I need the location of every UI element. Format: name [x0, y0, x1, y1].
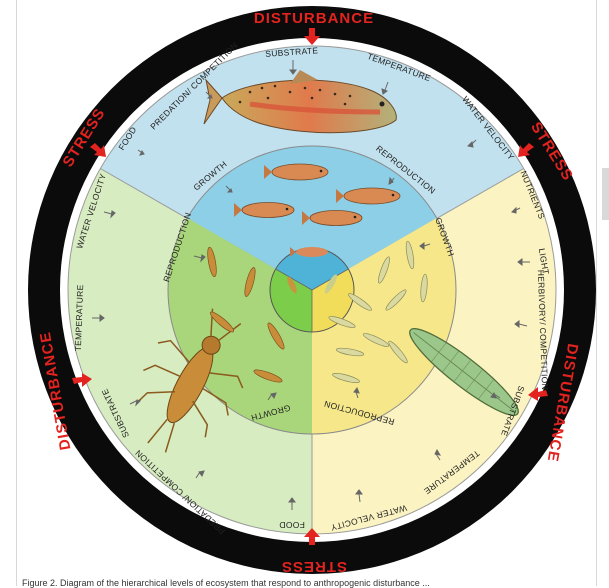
factor-herbivory-competition: HERBIVORY/ COMPETITION: [536, 270, 550, 391]
individual-center: [269, 247, 355, 333]
stress-label-bottom: STRESS: [281, 558, 347, 575]
arrow-up-icon: [304, 528, 320, 545]
diatom-icon: [328, 240, 428, 383]
factor-light: LIGHT: [537, 248, 551, 276]
fish-school-icon: [234, 163, 401, 226]
factor-food: FOOD: [279, 520, 305, 530]
small-diatom-icon: [324, 274, 338, 294]
red-arrows: [72, 28, 548, 545]
mayfly-icon: [207, 246, 285, 383]
arrow-inward-icon: [518, 143, 534, 157]
disturbance-label-top: DISTURBANCE: [254, 10, 374, 27]
factor-arrows: [92, 60, 530, 510]
page-border-right: [596, 0, 597, 586]
scrollbar-thumb[interactable]: [602, 168, 609, 220]
page-border-left: [16, 0, 17, 586]
large-diatom-icon: [409, 328, 519, 416]
small-insect-icon: [287, 276, 297, 294]
factor-substrate: SUBSTRATE: [265, 45, 319, 59]
factor-temperature: TEMPERATURE: [73, 284, 85, 351]
small-fish-icon: [296, 247, 328, 257]
trout-icon: [203, 70, 397, 134]
figure-caption: Figure 2. Diagram of the hierarchical le…: [22, 578, 430, 588]
arrow-inward-icon: [528, 387, 548, 401]
arrow-down-icon: [304, 28, 320, 45]
arrow-inward-icon: [90, 143, 106, 157]
stonefly-icon: [137, 308, 244, 453]
arrow-inward-icon: [72, 373, 92, 387]
